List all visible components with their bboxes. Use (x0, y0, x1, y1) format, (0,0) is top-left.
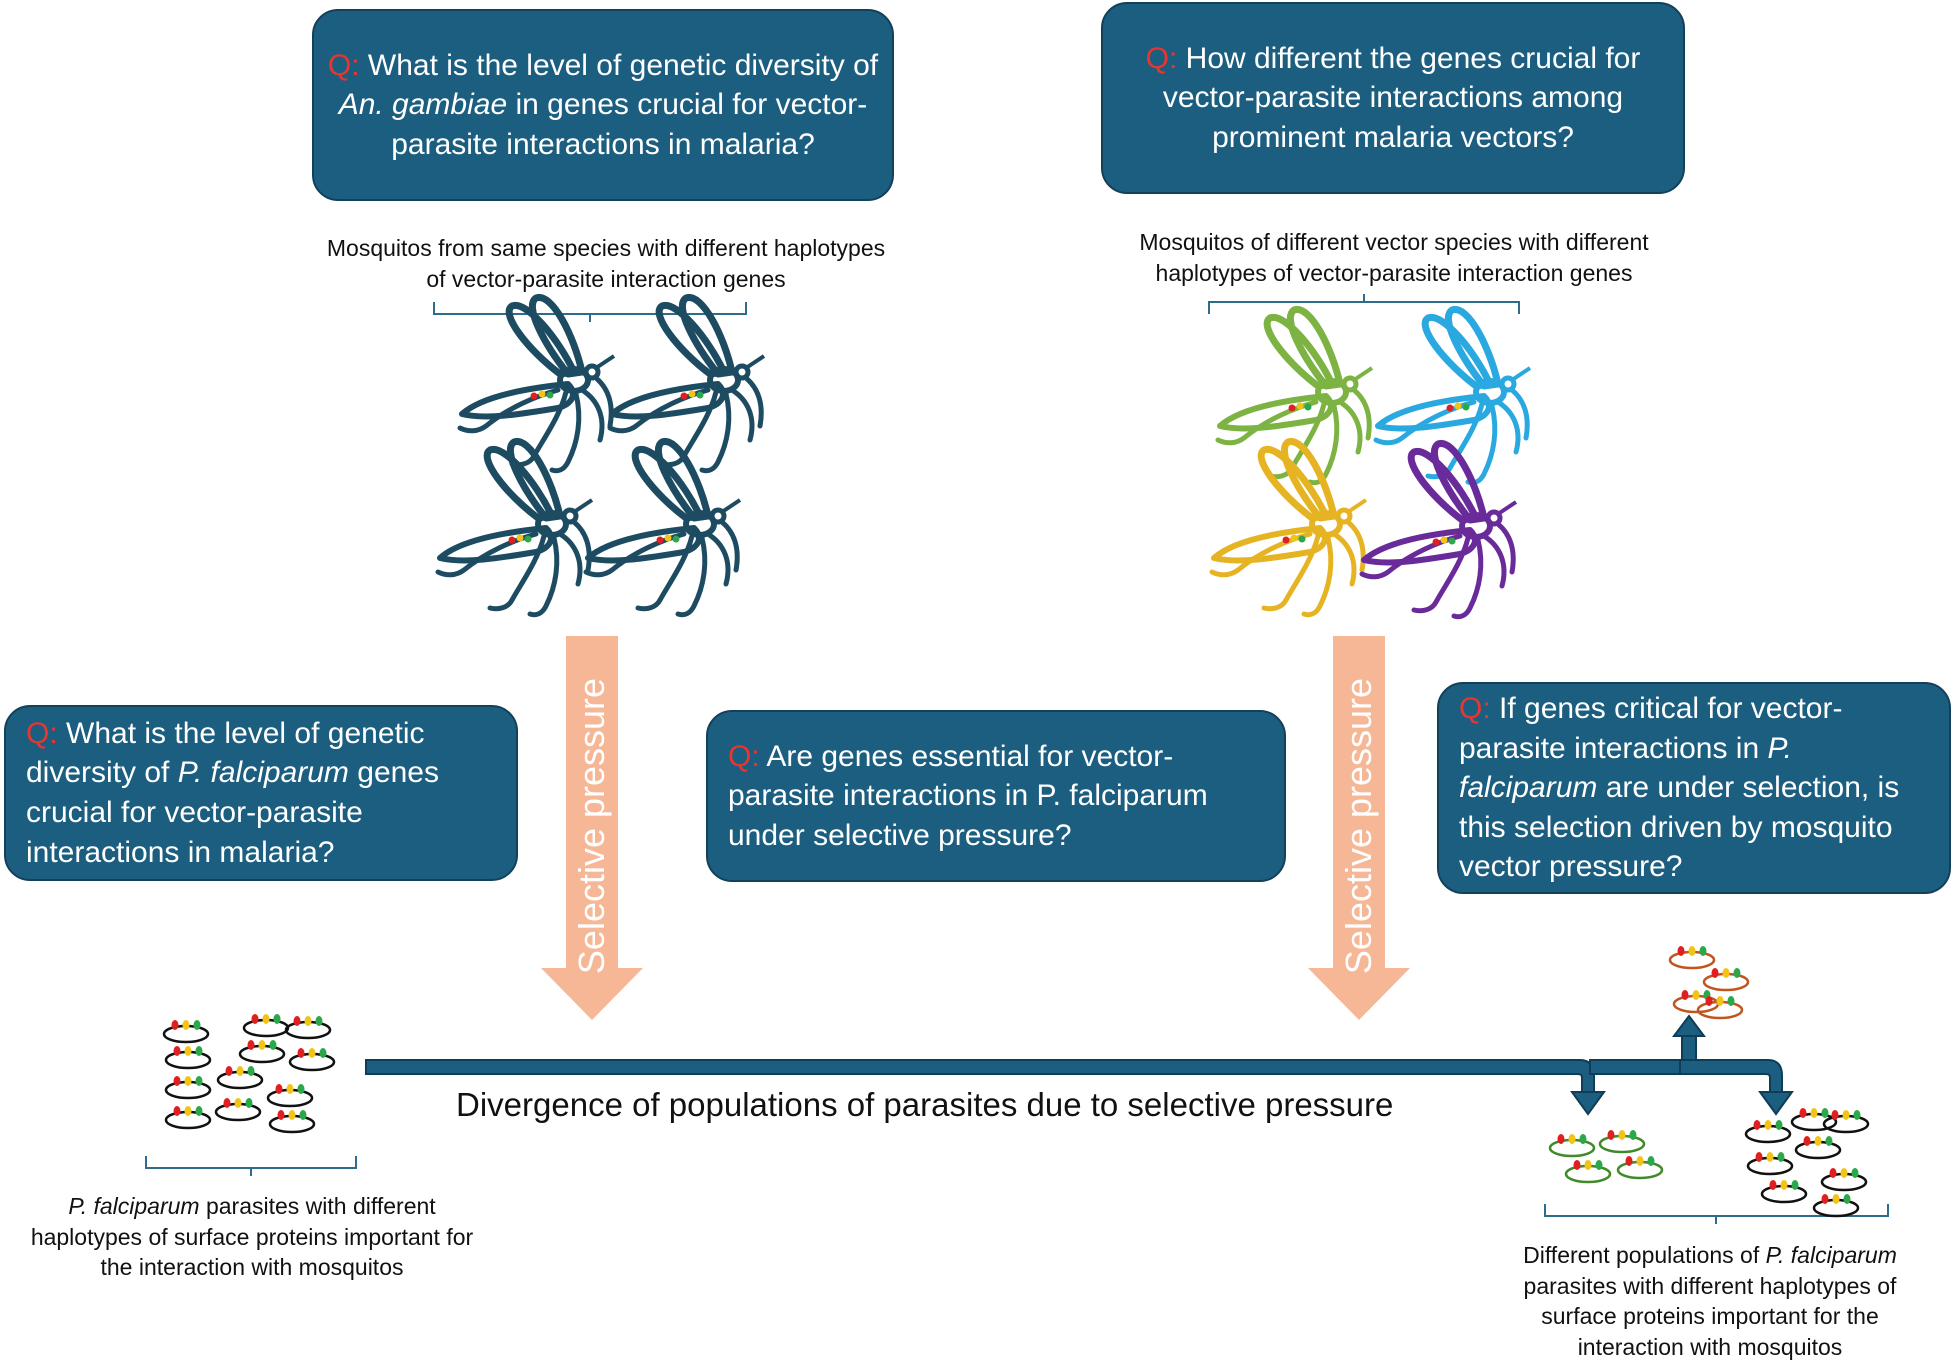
caption-initial-parasites: P. falciparum parasites with different h… (30, 1193, 474, 1281)
parasite-icon (242, 1014, 290, 1038)
parasite-icon (1696, 996, 1744, 1020)
parasite-icon (1746, 1152, 1794, 1176)
selective-pressure-arrow-right (1308, 636, 1410, 1020)
question-text: Q: If genes critical for vector-parasite… (1459, 692, 1900, 884)
question-text: Q: What is the level of genetic diversit… (327, 48, 879, 161)
parasite-icon (162, 1020, 210, 1044)
parasite-icon (1564, 1160, 1612, 1184)
mosquito-icon (610, 297, 764, 470)
divergence-arrow (365, 1014, 1794, 1116)
parasite-icon (1702, 968, 1750, 992)
selective-pressure-label-right: Selective pressure (1338, 677, 1379, 975)
parasite-icon (1794, 1136, 1842, 1160)
parasite-icon (164, 1046, 212, 1070)
question-box-anopheles-diversity: Q: What is the level of genetic diversit… (312, 9, 894, 201)
parasite-groups (162, 946, 1870, 1218)
parasite-icon (1822, 1110, 1870, 1134)
bracket-diverged-parasites (1544, 1204, 1889, 1224)
parasite-icon (1820, 1168, 1868, 1192)
caption-same-species-mosquitos: Mosquitos from same species with differe… (326, 235, 886, 292)
divergence-label: Divergence of populations of parasites d… (456, 1086, 1394, 1123)
mosquito-icon-purple (1362, 443, 1516, 616)
question-box-selective-pressure: Q: Are genes essential for vector-parasi… (706, 710, 1286, 882)
question-marker: Q: (1459, 692, 1491, 726)
parasite-icon (266, 1084, 314, 1108)
parasite-icon (1598, 1130, 1646, 1154)
parasite-icon (268, 1110, 316, 1134)
parasite-icon (1790, 1108, 1838, 1132)
question-text: Q: What is the level of genetic diversit… (26, 716, 439, 869)
parasite-icon (216, 1066, 264, 1090)
mosquito-icon-yellow (1212, 441, 1366, 614)
parasite-icon (1668, 946, 1716, 970)
question-text: Q: How different the genes crucial for v… (1145, 41, 1641, 154)
parasite-icon (1812, 1194, 1860, 1218)
mosquito-icon-blue (1376, 309, 1530, 482)
question-box-vector-driven-selection: Q: If genes critical for vector-parasite… (1437, 682, 1951, 894)
question-text: Q: Are genes essential for vector-parasi… (728, 739, 1208, 852)
caption-different-species-mosquitos: Mosquitos of different vector species wi… (1139, 229, 1649, 286)
question-marker: Q: (327, 48, 360, 82)
bracket-same-species (433, 302, 747, 322)
parasite-icon (238, 1040, 286, 1064)
question-marker: Q: (728, 739, 760, 773)
question-box-falciparum-diversity: Q: What is the level of genetic diversit… (4, 705, 518, 881)
parasite-icon (1744, 1120, 1792, 1144)
bracket-initial-parasites (145, 1156, 357, 1176)
question-marker: Q: (26, 716, 58, 750)
mosquito-icon (460, 297, 614, 470)
question-marker: Q: (1145, 41, 1178, 75)
mosquito-icon-green (1218, 309, 1372, 482)
parasite-icon (1548, 1134, 1596, 1158)
question-box-vector-differences: Q: How different the genes crucial for v… (1101, 2, 1685, 194)
bracket-different-species (1208, 294, 1520, 314)
parasite-icon (1760, 1180, 1808, 1204)
mosquito-icon (438, 441, 592, 614)
parasite-icon (288, 1048, 336, 1072)
parasite-icon (164, 1076, 212, 1100)
parasite-icon (284, 1016, 332, 1040)
parasite-icon (1616, 1156, 1664, 1180)
caption-diverged-parasites: Different populations of P. falciparum p… (1523, 1242, 1897, 1360)
selective-pressure-label-left: Selective pressure (571, 677, 612, 975)
parasite-icon (164, 1106, 212, 1130)
parasite-icon (214, 1098, 262, 1122)
selective-pressure-arrow-left (541, 636, 643, 1020)
